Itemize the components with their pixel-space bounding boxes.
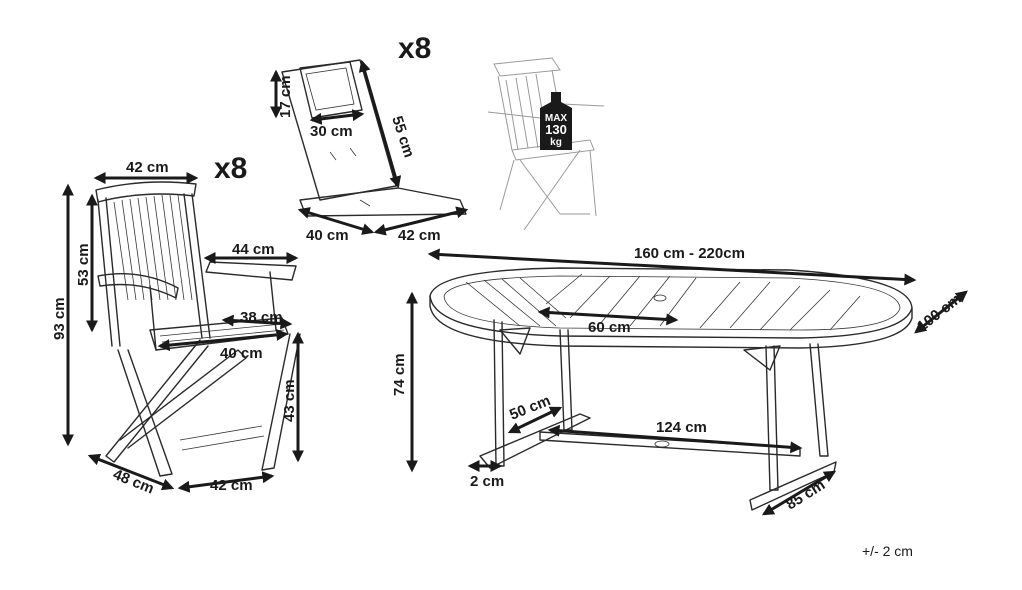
chair-base-width-label: 42 cm	[210, 477, 253, 494]
chair-seat-height-label: 43 cm	[281, 379, 298, 422]
table-height-label: 74 cm	[391, 353, 408, 396]
cushion-pillow-width-label: 30 cm	[310, 123, 353, 140]
table-foot-depth-label: 50 cm	[507, 392, 553, 424]
chair-drawing	[95, 181, 301, 477]
cushion-depth-label: 40 cm	[306, 227, 349, 244]
badge-line2: 130	[545, 122, 567, 137]
chair-total-height-label: 93 cm	[51, 297, 68, 340]
chair-seat-depth-label: 40 cm	[220, 345, 263, 362]
cushion-width-label: 42 cm	[398, 227, 441, 244]
table-length-label: 160 cm - 220cm	[634, 245, 745, 262]
chair-top-width-label: 42 cm	[126, 159, 169, 176]
tolerance-note: +/- 2 cm	[862, 543, 913, 559]
labels: x8 x8 55 cm 17 cm 30 cm 40 cm 42 cm 42 c…	[51, 32, 965, 559]
table-leg-thickness-label: 2 cm	[470, 473, 504, 490]
chair-backrest-height-label: 53 cm	[75, 243, 92, 286]
dimension-lines	[62, 59, 968, 516]
cushion-pillow-label: 17 cm	[277, 75, 294, 118]
cushion-multiplier: x8	[398, 32, 431, 65]
table-rail-length-label: 124 cm	[656, 419, 707, 436]
table-width-label: 100 cm	[914, 290, 965, 335]
cushion-height-label: 55 cm	[388, 114, 417, 160]
chair-armrest-length-label: 44 cm	[232, 241, 275, 258]
chair-base-depth-label: 48 cm	[111, 466, 157, 498]
table-extension-label: 60 cm	[588, 319, 631, 336]
badge-line3: kg	[550, 137, 562, 148]
max-load-badge: MAX 130 kg	[540, 92, 572, 150]
badge-line1: MAX	[545, 113, 568, 124]
chair-multiplier: x8	[214, 152, 247, 185]
chair-seat-width-label: 38 cm	[240, 309, 283, 326]
